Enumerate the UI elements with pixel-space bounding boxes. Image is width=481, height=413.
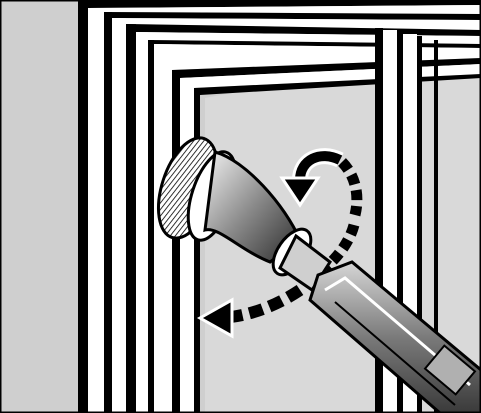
dusting-brush-illustration [0,0,481,413]
